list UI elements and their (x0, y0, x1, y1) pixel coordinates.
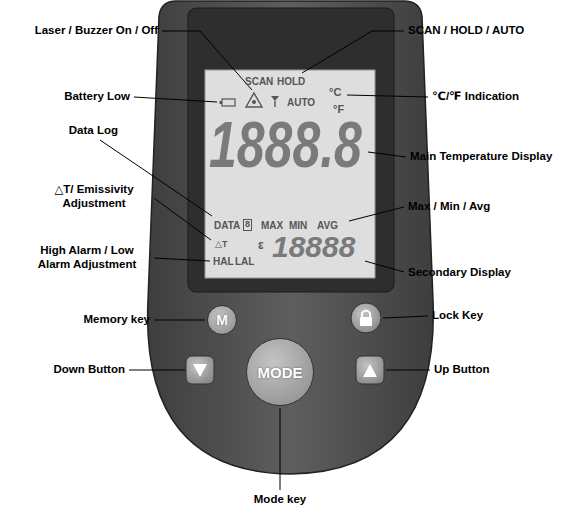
lock-key (351, 303, 381, 333)
lcd-indicator: LAL (235, 256, 254, 268)
leader-line (349, 207, 404, 221)
leader-line (154, 320, 205, 321)
leader-line (368, 152, 406, 157)
leader-line (154, 258, 210, 261)
leader-line (383, 316, 428, 318)
up-button (356, 356, 384, 384)
callout-label: Data Log (69, 124, 118, 138)
leader-line (129, 370, 185, 371)
lcd-indicator: MAX (261, 220, 283, 232)
callout-label: Down Button (53, 363, 125, 377)
callout-label: Memory key (84, 313, 150, 327)
button-label: MODE (258, 364, 303, 381)
callout-label: Lock Key (432, 309, 483, 323)
callout-label: Battery Low (64, 90, 130, 104)
leader-lines (100, 31, 430, 490)
leader-line (347, 95, 428, 97)
mode-key: MODE (246, 338, 314, 406)
secondary-digits: 18888 (272, 232, 355, 262)
leader-line (154, 198, 211, 240)
callout-label: Up Button (434, 363, 490, 377)
callout-label: ℃/℉ Indication (432, 90, 519, 104)
callout-label: Laser / Buzzer On / Off (35, 24, 158, 38)
callout-label: Max / Min / Avg (408, 200, 490, 214)
leader-line (280, 408, 281, 490)
memory-key: M (207, 305, 237, 335)
button-label: M (216, 312, 228, 328)
main-digits: 1888.8 (209, 112, 362, 177)
leader-line (302, 31, 404, 73)
battery-icon (220, 99, 236, 106)
callout-label: △T/ Emissivity Adjustment (38, 183, 150, 211)
lcd-indicator: MIN (289, 220, 307, 232)
callout-label: High Alarm / Low Alarm Adjustment (24, 244, 150, 272)
lcd-indicator: HAL (213, 256, 234, 268)
unit-indicator: °C (329, 86, 341, 99)
lcd-indicator: DATA (214, 220, 240, 232)
log-index: 8 (243, 219, 252, 231)
leader-line (134, 97, 217, 102)
lcd-panel (205, 70, 375, 278)
housing (148, 1, 434, 474)
down-button (186, 356, 214, 384)
lcd-indicator: HOLD (277, 76, 305, 88)
leader-line (162, 31, 252, 90)
callout-label: Secondary Display (408, 266, 511, 280)
callout-label: Mode key (254, 493, 306, 507)
lcd-indicator: SCAN (245, 76, 273, 88)
lcd-indicator: AUTO (287, 97, 315, 109)
callout-label: SCAN / HOLD / AUTO (408, 24, 524, 38)
lcd-indicator: AVG (317, 220, 338, 232)
leader-line (365, 261, 404, 272)
lcd-indicator: ε (258, 238, 264, 252)
display-window (188, 8, 394, 292)
lcd-indicator: △T (215, 239, 227, 250)
leader-line (386, 370, 430, 371)
buzzer-icon (271, 96, 279, 107)
callout-label: Main Temperature Display (410, 150, 560, 164)
laser-icon (246, 93, 262, 107)
